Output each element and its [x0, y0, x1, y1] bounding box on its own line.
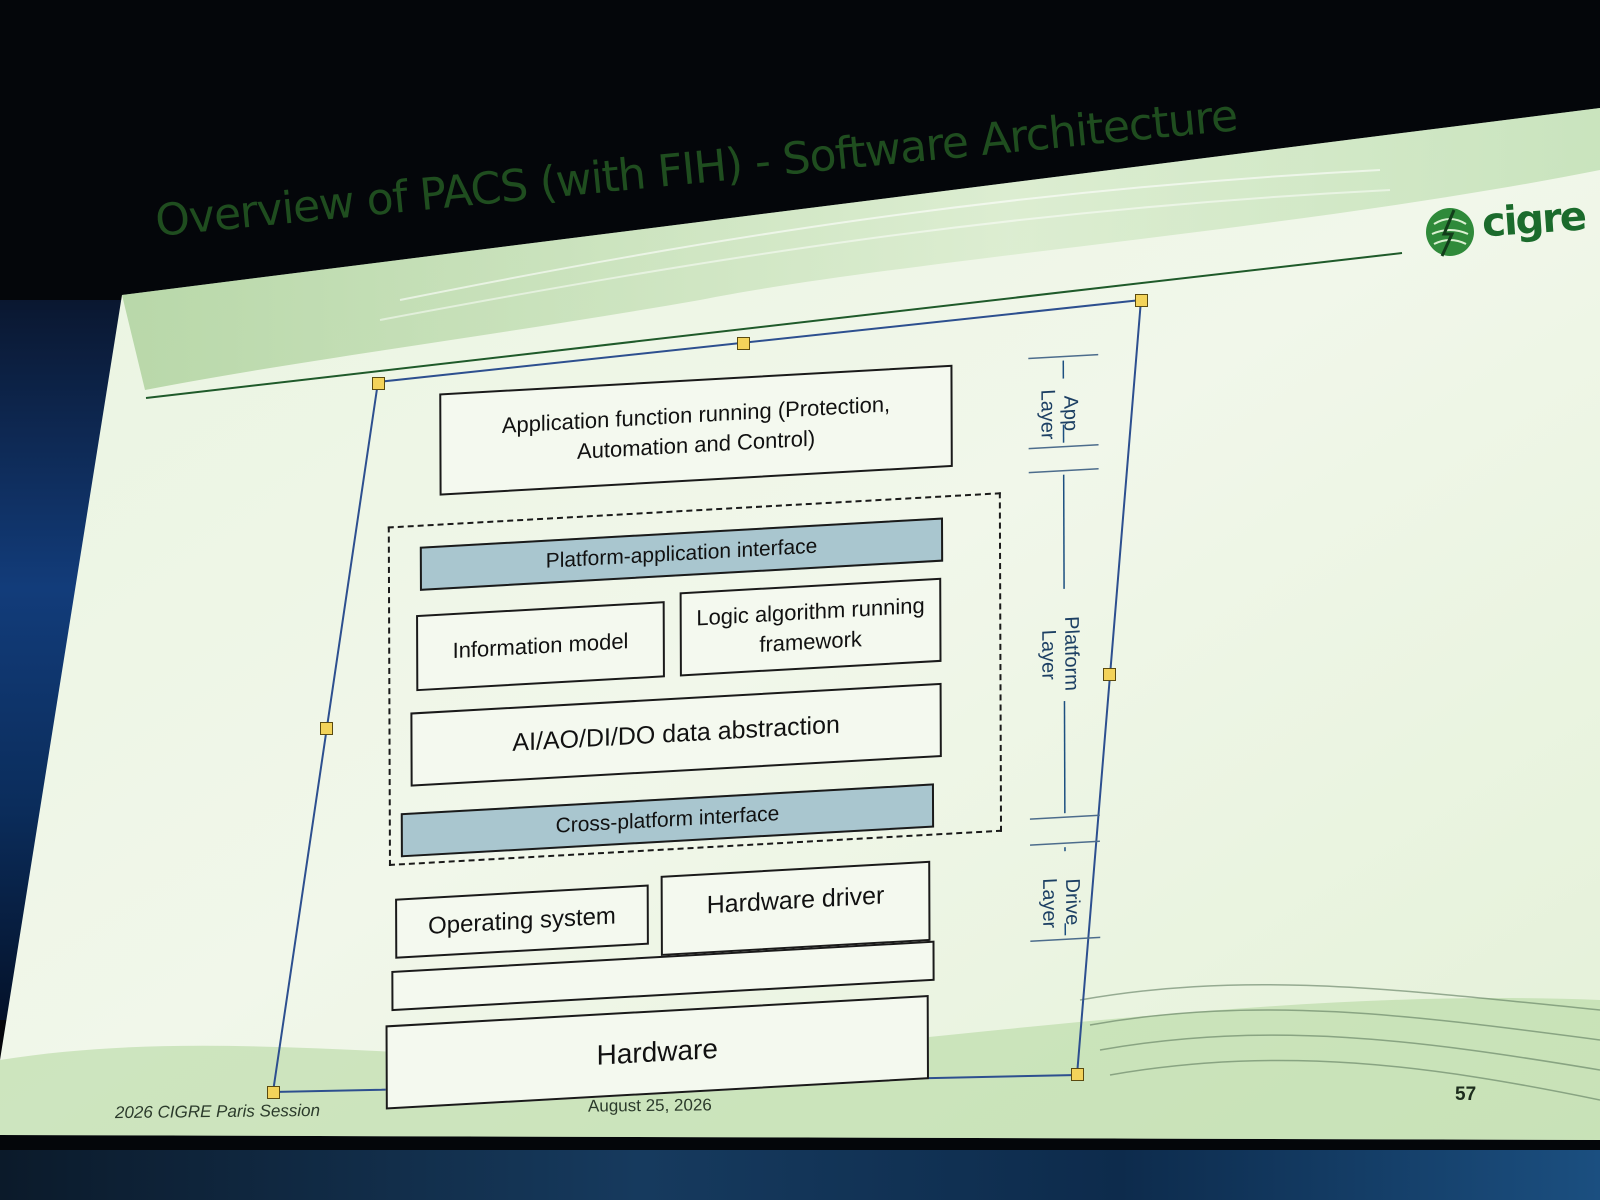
selection-handle[interactable]: [1071, 1068, 1084, 1081]
operating-system-label: Operating system: [428, 902, 616, 940]
logic-algorithm-box[interactable]: Logic algorithm running framework: [679, 577, 942, 677]
selection-handle[interactable]: [320, 722, 333, 735]
hardware-driver-label: Hardware driver: [706, 881, 885, 920]
footer-date: August 25, 2026: [587, 1095, 712, 1116]
platform-application-interface-label: Platform-application interface: [545, 534, 818, 573]
operating-system-box[interactable]: Operating system: [395, 884, 649, 959]
information-model-label: Information model: [452, 628, 629, 664]
stage-floor: [0, 1150, 1600, 1200]
app-function-box[interactable]: Application function running (Protection…: [439, 364, 953, 496]
app-function-label: Application function running (Protection…: [501, 391, 891, 464]
selection-handle[interactable]: [1135, 294, 1148, 307]
footer-session: 2026 CIGRE Paris Session: [114, 1100, 321, 1123]
platform-layer-label: Platform Layer: [1037, 615, 1083, 692]
cigre-logo-icon: [1426, 208, 1474, 257]
selection-handle[interactable]: [737, 337, 750, 350]
drive-layer-label: Drive Layer: [1038, 877, 1084, 929]
architecture-diagram: Application function running (Protection…: [379, 350, 1101, 1110]
layer-brackets: [1028, 353, 1101, 943]
selection-handle[interactable]: [372, 377, 385, 390]
app-layer-label: App Layer: [1036, 388, 1082, 441]
hardware-label: Hardware: [596, 1032, 718, 1071]
selection-handle[interactable]: [267, 1086, 280, 1099]
hardware-driver-box[interactable]: Hardware driver: [660, 860, 931, 956]
cigre-logo-text: cigre: [1480, 193, 1587, 247]
page-number: 57: [1455, 1084, 1477, 1105]
selection-handle[interactable]: [1103, 668, 1116, 681]
cross-platform-interface-label: Cross-platform interface: [555, 801, 780, 838]
data-abstraction-label: AI/AO/DI/DO data abstraction: [512, 710, 840, 758]
information-model-box[interactable]: Information model: [416, 601, 665, 692]
logic-algorithm-label: Logic algorithm running framework: [696, 592, 925, 657]
